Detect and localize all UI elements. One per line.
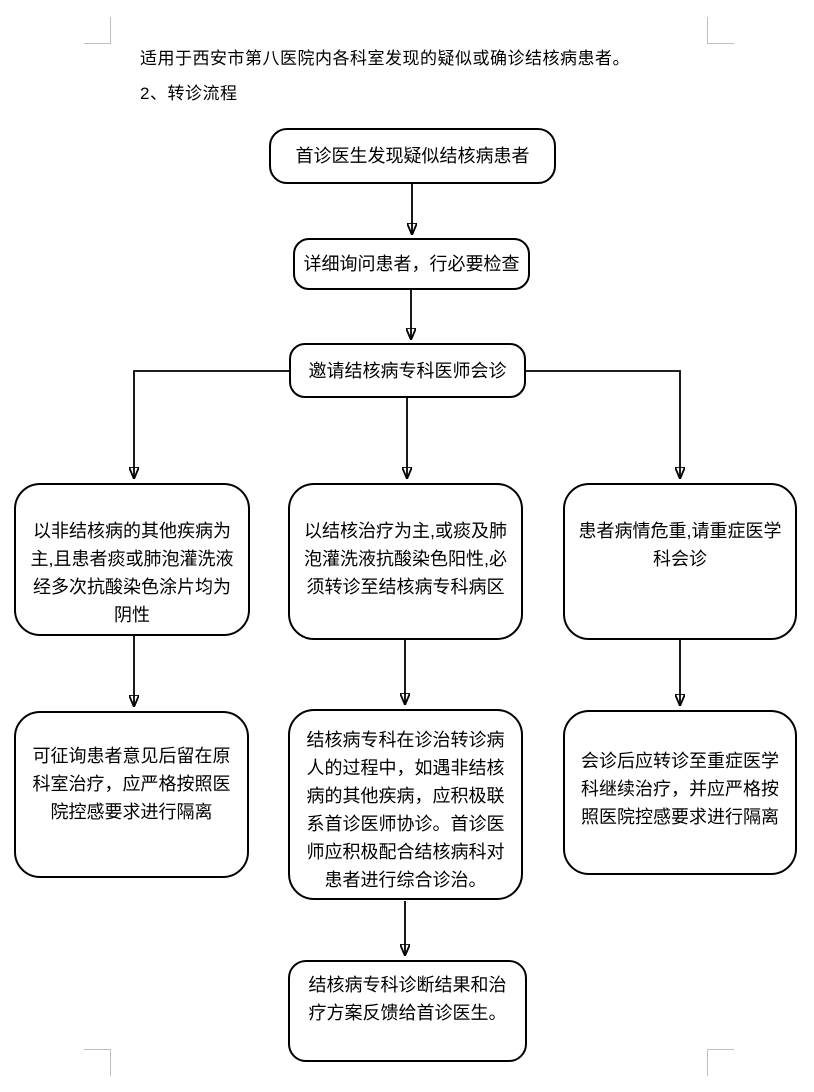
flow-node-examine: 详细询问患者，行必要检查	[293, 238, 530, 290]
flow-node-start: 首诊医生发现疑似结核病患者	[269, 128, 556, 184]
flow-node-outcome-icu: 会诊后应转诊至重症医学 科继续治疗，并应严格按 照医院控感要求进行隔离	[563, 710, 797, 875]
crop-mark-top-left-icon	[84, 17, 111, 44]
crop-mark-top-right-icon	[707, 17, 734, 44]
crop-mark-bottom-right-icon	[707, 1049, 734, 1076]
flow-node-feedback: 结核病专科诊断结果和治 疗方案反馈给首诊医生。	[288, 960, 527, 1062]
flow-node-branch-critical: 患者病情危重,请重症医学 科会诊	[563, 483, 797, 640]
flow-node-outcome-stay: 可征询患者意见后留在原 科室治疗，应严格按照医 院控感要求进行隔离	[14, 711, 249, 878]
arrow-consult-to-branch-left	[134, 370, 289, 479]
flow-node-branch-non-tb: 以非结核病的其他疾病为 主,且患者痰或肺泡灌洗液 经多次抗酸染色涂片均为 阴性	[14, 483, 250, 636]
flow-node-outcome-tb-dept: 结核病专科在诊治转诊病 人的过程中，如遇非结核 病的其他疾病，应积极联 系首诊医…	[288, 709, 523, 900]
flow-node-branch-tb: 以结核治疗为主,或痰及肺 泡灌洗液抗酸染色阳性,必 须转诊至结核病专科病区	[288, 483, 523, 640]
section-heading: 2、转诊流程	[140, 84, 238, 103]
arrow-consult-to-branch-right	[525, 370, 680, 479]
intro-paragraph: 适用于西安市第八医院内各科室发现的疑似或确诊结核病患者。	[140, 49, 630, 68]
flow-node-consult: 邀请结核病专科医师会诊	[289, 343, 526, 398]
crop-mark-bottom-left-icon	[84, 1049, 111, 1076]
